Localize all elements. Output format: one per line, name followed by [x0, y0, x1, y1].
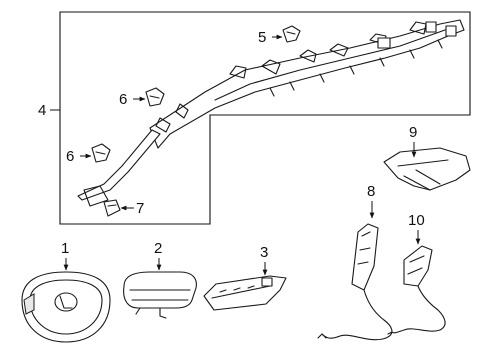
callout-7: 7	[136, 200, 144, 217]
callout-6-lower: 6	[66, 148, 74, 165]
callout-1: 1	[61, 240, 69, 257]
callout-9: 9	[409, 124, 417, 141]
passenger-airbag-module	[123, 271, 197, 319]
clip-part-6-lower	[91, 143, 111, 163]
rear-side-airbag	[387, 245, 446, 335]
callout-4: 4	[38, 102, 46, 119]
callout-3: 3	[260, 244, 268, 261]
callout-5: 5	[258, 29, 266, 46]
clip-part-7	[103, 199, 121, 217]
clip-part-5	[282, 25, 301, 43]
clip-part-6-upper	[145, 87, 165, 107]
callout-6-upper: 6	[119, 91, 127, 108]
callout-10: 10	[408, 212, 425, 229]
callout-2: 2	[154, 240, 162, 257]
side-airbag	[317, 223, 393, 341]
steering-wheel-airbag	[21, 271, 111, 343]
curtain-airbag	[77, 19, 465, 207]
seat-cushion-airbag	[383, 147, 471, 191]
callout-8: 8	[367, 183, 375, 200]
assembly-group-box	[59, 11, 471, 225]
knee-airbag	[203, 275, 287, 311]
